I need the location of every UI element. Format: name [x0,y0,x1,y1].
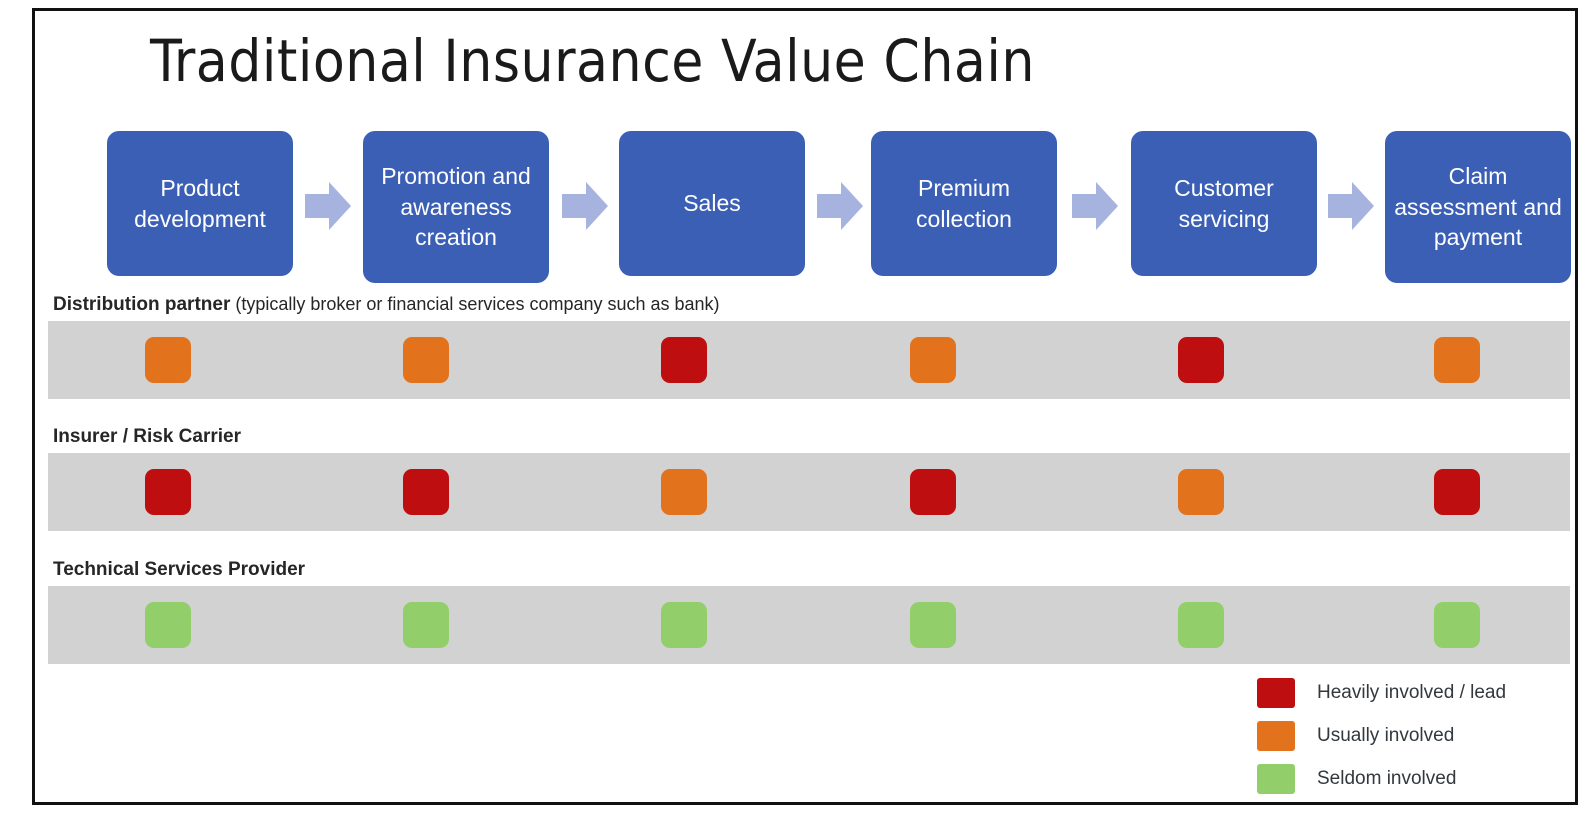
row-label-technical-services-provider: Technical Services Provider [53,559,305,581]
involvement-cell[interactable] [661,337,707,383]
row-label-name: Technical Services Provider [53,559,306,580]
legend-label: Usually involved [1317,724,1455,746]
involvement-cell[interactable] [661,602,707,648]
legend-swatch-icon [1257,720,1295,751]
legend-item-seldom: Seldom involved [1257,757,1557,800]
row-label-detail: (typically broker or financial services … [230,294,720,314]
chain-arrow-icon [305,178,351,234]
process-step-product-development[interactable]: Product development [107,131,293,276]
involvement-cell[interactable] [910,337,956,383]
value-chain-process-row: Product development Promotion and awaren… [73,121,1573,283]
legend-item-usually: Usually involved [1257,714,1557,757]
involvement-cell[interactable] [910,469,956,515]
actor-row-distribution-partner [48,321,1570,399]
involvement-cell[interactable] [1434,337,1480,383]
legend-swatch-icon [1257,677,1295,708]
process-step-customer-servicing[interactable]: Customer servicing [1131,131,1317,276]
chain-arrow-icon [562,178,608,234]
involvement-cell[interactable] [1178,602,1224,648]
involvement-cell[interactable] [403,469,449,515]
legend: Heavily involved / lead Usually involved… [1257,671,1557,800]
involvement-cell[interactable] [661,469,707,515]
involvement-cell[interactable] [1178,337,1224,383]
involvement-cell[interactable] [145,602,191,648]
involvement-cell[interactable] [1178,469,1224,515]
row-label-name: Insurer / Risk Carrier [53,426,241,447]
page-title: Traditional Insurance Value Chain [150,27,1035,95]
process-step-promotion-and-awareness-creation[interactable]: Promotion and awareness creation [363,131,549,283]
row-label-name: Distribution partner [53,294,231,315]
involvement-cell[interactable] [910,602,956,648]
diagram-frame: Traditional Insurance Value Chain Produc… [32,8,1578,805]
chain-arrow-icon [817,178,863,234]
chain-arrow-icon [1328,178,1374,234]
legend-item-heavy: Heavily involved / lead [1257,671,1557,714]
involvement-cell[interactable] [1434,469,1480,515]
involvement-cell[interactable] [403,337,449,383]
involvement-cell[interactable] [145,469,191,515]
legend-swatch-icon [1257,763,1295,794]
involvement-cell[interactable] [1434,602,1480,648]
involvement-cell[interactable] [403,602,449,648]
process-step-premium-collection[interactable]: Premium collection [871,131,1057,276]
actor-row-technical-services-provider [48,586,1570,664]
process-step-sales[interactable]: Sales [619,131,805,276]
row-label-distribution-partner: Distribution partner (typically broker o… [53,294,720,316]
legend-label: Heavily involved / lead [1317,681,1507,703]
involvement-cell[interactable] [145,337,191,383]
actor-row-insurer-risk-carrier [48,453,1570,531]
process-step-claim-assessment-and-payment[interactable]: Claim assessment and payment [1385,131,1571,283]
chain-arrow-icon [1072,178,1118,234]
row-label-insurer-risk-carrier: Insurer / Risk Carrier [53,426,241,448]
legend-label: Seldom involved [1317,767,1457,789]
